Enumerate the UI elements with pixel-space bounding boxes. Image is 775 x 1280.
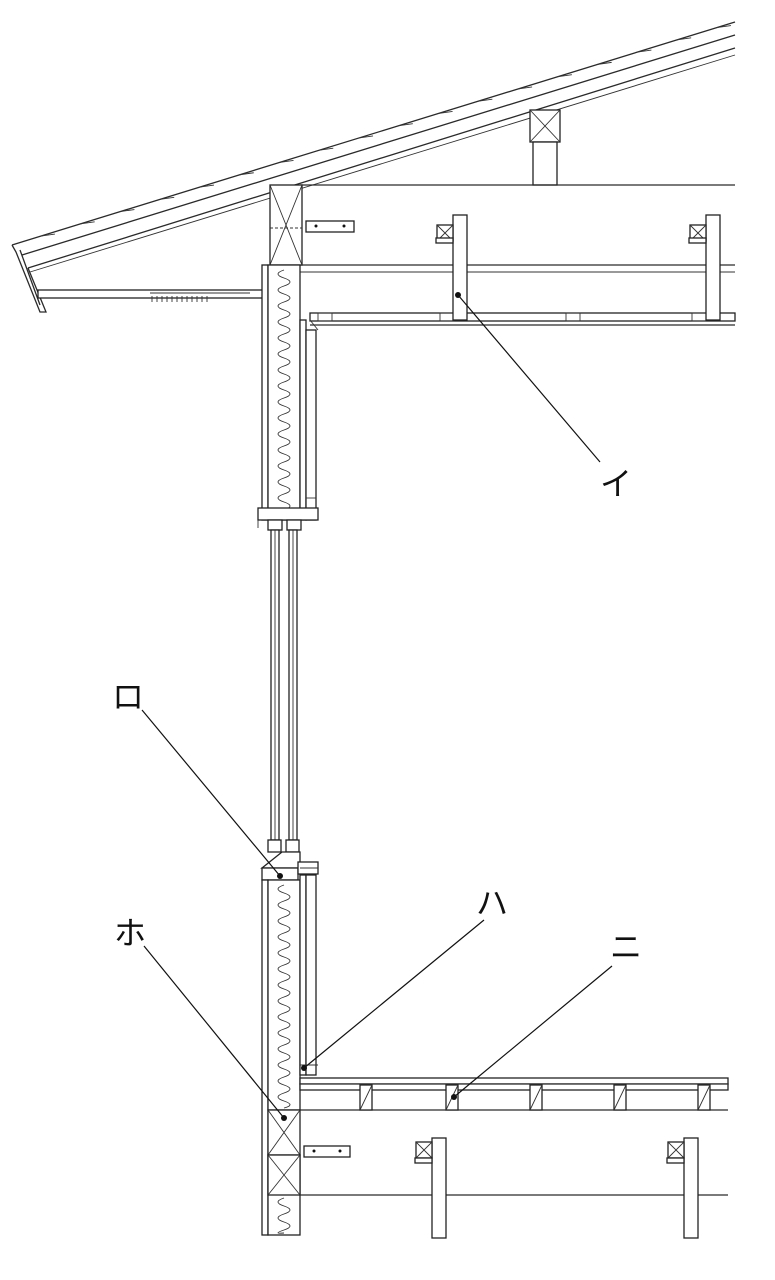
floor-structure [267, 1077, 729, 1239]
callout-ha: ハ [301, 884, 508, 1071]
shingle-tick [398, 123, 413, 127]
shingle-tick [199, 184, 215, 188]
shingle-tick [120, 209, 135, 212]
callout-ro-label: ロ [112, 678, 144, 716]
callout-i-label: イ [600, 465, 632, 503]
callout-ro: ロ [112, 678, 283, 879]
joist-hatch [529, 1084, 543, 1111]
roof [11, 21, 736, 313]
callout-ni: ニ [451, 928, 642, 1100]
upper-wall [257, 264, 319, 531]
joist-hatch [697, 1084, 711, 1111]
shingle-tick [358, 135, 374, 139]
ridge-post [529, 109, 561, 186]
shingle-tick [716, 25, 731, 29]
shingle-tick [279, 160, 294, 163]
shingle-tick [557, 74, 572, 78]
shingle-tick [319, 147, 334, 151]
shingle-tick [40, 233, 55, 237]
shingle-tick [160, 196, 175, 200]
shingle-tick [637, 49, 652, 53]
shingle-tick [478, 98, 493, 102]
shingle-tick [518, 86, 533, 90]
callout-i: イ [455, 292, 632, 503]
callout-ni-label: ニ [610, 928, 642, 966]
shingle-tick [438, 110, 453, 114]
shingle-tick [677, 37, 692, 41]
shingle-tick [239, 172, 254, 176]
joist-hatch [613, 1084, 627, 1111]
callout-ho-label: ホ [114, 914, 146, 952]
callout-ha-label: ハ [476, 884, 508, 922]
shingle-tick [597, 61, 612, 65]
joist-hatch [359, 1084, 373, 1111]
window [260, 529, 319, 881]
top-beam [269, 184, 355, 266]
shingle-tick [80, 221, 95, 225]
roof-shingles [40, 25, 731, 237]
callout-ho: ホ [114, 914, 287, 1121]
upper-floor-structure [300, 184, 736, 326]
